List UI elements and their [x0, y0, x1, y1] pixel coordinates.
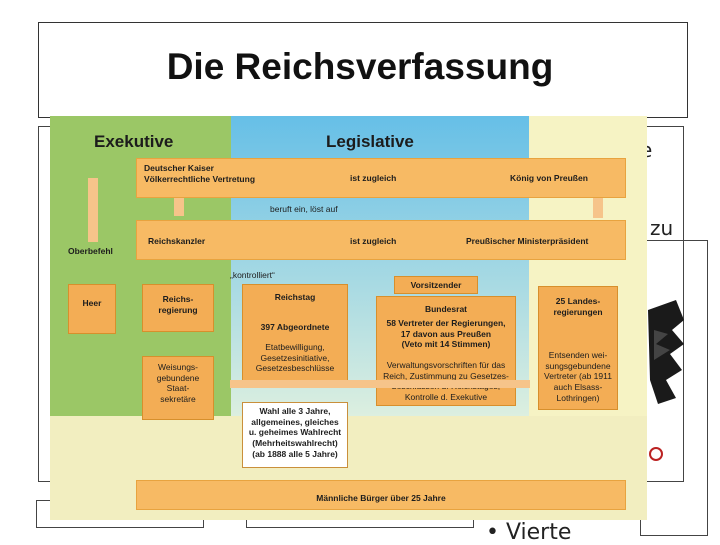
fragment-zu: zu	[650, 216, 674, 240]
slide-title: Die Reichsverfassung	[166, 46, 554, 87]
reichstag-box	[242, 284, 348, 384]
fragment-vierte: • Vierte	[486, 520, 572, 545]
kaiser-bar	[136, 158, 626, 198]
arrow-left-vertical	[88, 178, 98, 242]
buerger-bar	[136, 480, 626, 510]
voelker-label: Völkerrechtliche Vertretung	[144, 174, 256, 184]
arrow-right-vertical	[593, 198, 603, 218]
exekutive-header: Exekutive	[94, 132, 174, 151]
beruft-label: beruft ein, löst auf	[270, 204, 338, 214]
arrow-kaiser-down	[174, 198, 184, 216]
kanzler-label: Reichskanzler	[148, 236, 206, 246]
bundesrat-title: Bundesrat	[424, 304, 468, 314]
ministerpraesident-label: Preußischer Ministerpräsident	[466, 236, 589, 246]
heer-label: Heer	[82, 298, 102, 308]
oberbefehl-label: Oberbefehl	[68, 246, 113, 256]
ist-zugleich-label-2: ist zugleich	[350, 236, 397, 246]
vorsitzender-box	[394, 276, 478, 294]
kontrolliert-label: „kontrolliert“	[230, 270, 275, 280]
arrow-horizontal	[230, 380, 530, 388]
buerger-label: Männliche Bürger über 25 Jahre	[316, 493, 446, 503]
eagle-image	[646, 300, 686, 420]
reichsregierung-label: Reichs- regierung	[158, 294, 198, 315]
reichstag-befugnisse: Etatbewilligung, Gesetzesinitiative, Ges…	[255, 342, 335, 374]
koenig-label: König von Preußen	[510, 173, 588, 183]
constitution-diagram: Exekutive Legislative Deutscher Kaiser V…	[50, 116, 647, 520]
reichstag-abgeordnete: 397 Abgeordnete	[260, 322, 330, 332]
bundesrat-vertreter: 58 Vertreter der Regierungen, 17 davon a…	[386, 318, 506, 350]
reichstag-title: Reichstag	[274, 292, 316, 302]
kaiser-label: Deutscher Kaiser	[144, 163, 214, 173]
landesregierungen-title: 25 Landes- regierungen	[553, 296, 603, 317]
heer-box	[68, 284, 116, 334]
wahl-label: Wahl alle 3 Jahre, allgemeines, gleiches…	[248, 406, 342, 459]
kanzler-bar	[136, 220, 626, 260]
landesregierungen-entsenden: Entsenden wei- sungsgebundene Vertreter …	[544, 350, 612, 403]
weisungs-box	[142, 356, 214, 420]
wahl-box	[242, 402, 348, 468]
red-seal-image	[648, 444, 664, 464]
landesregierungen-box	[538, 286, 618, 410]
legislative-header: Legislative	[326, 132, 414, 151]
reichsregierung-box	[142, 284, 214, 332]
ist-zugleich-label-1: ist zugleich	[350, 173, 397, 183]
right-content-frame	[640, 126, 684, 482]
weisungs-label: Weisungs- gebundene Staat- sekretäre	[156, 362, 200, 404]
vorsitzender-label: Vorsitzender	[410, 280, 462, 290]
